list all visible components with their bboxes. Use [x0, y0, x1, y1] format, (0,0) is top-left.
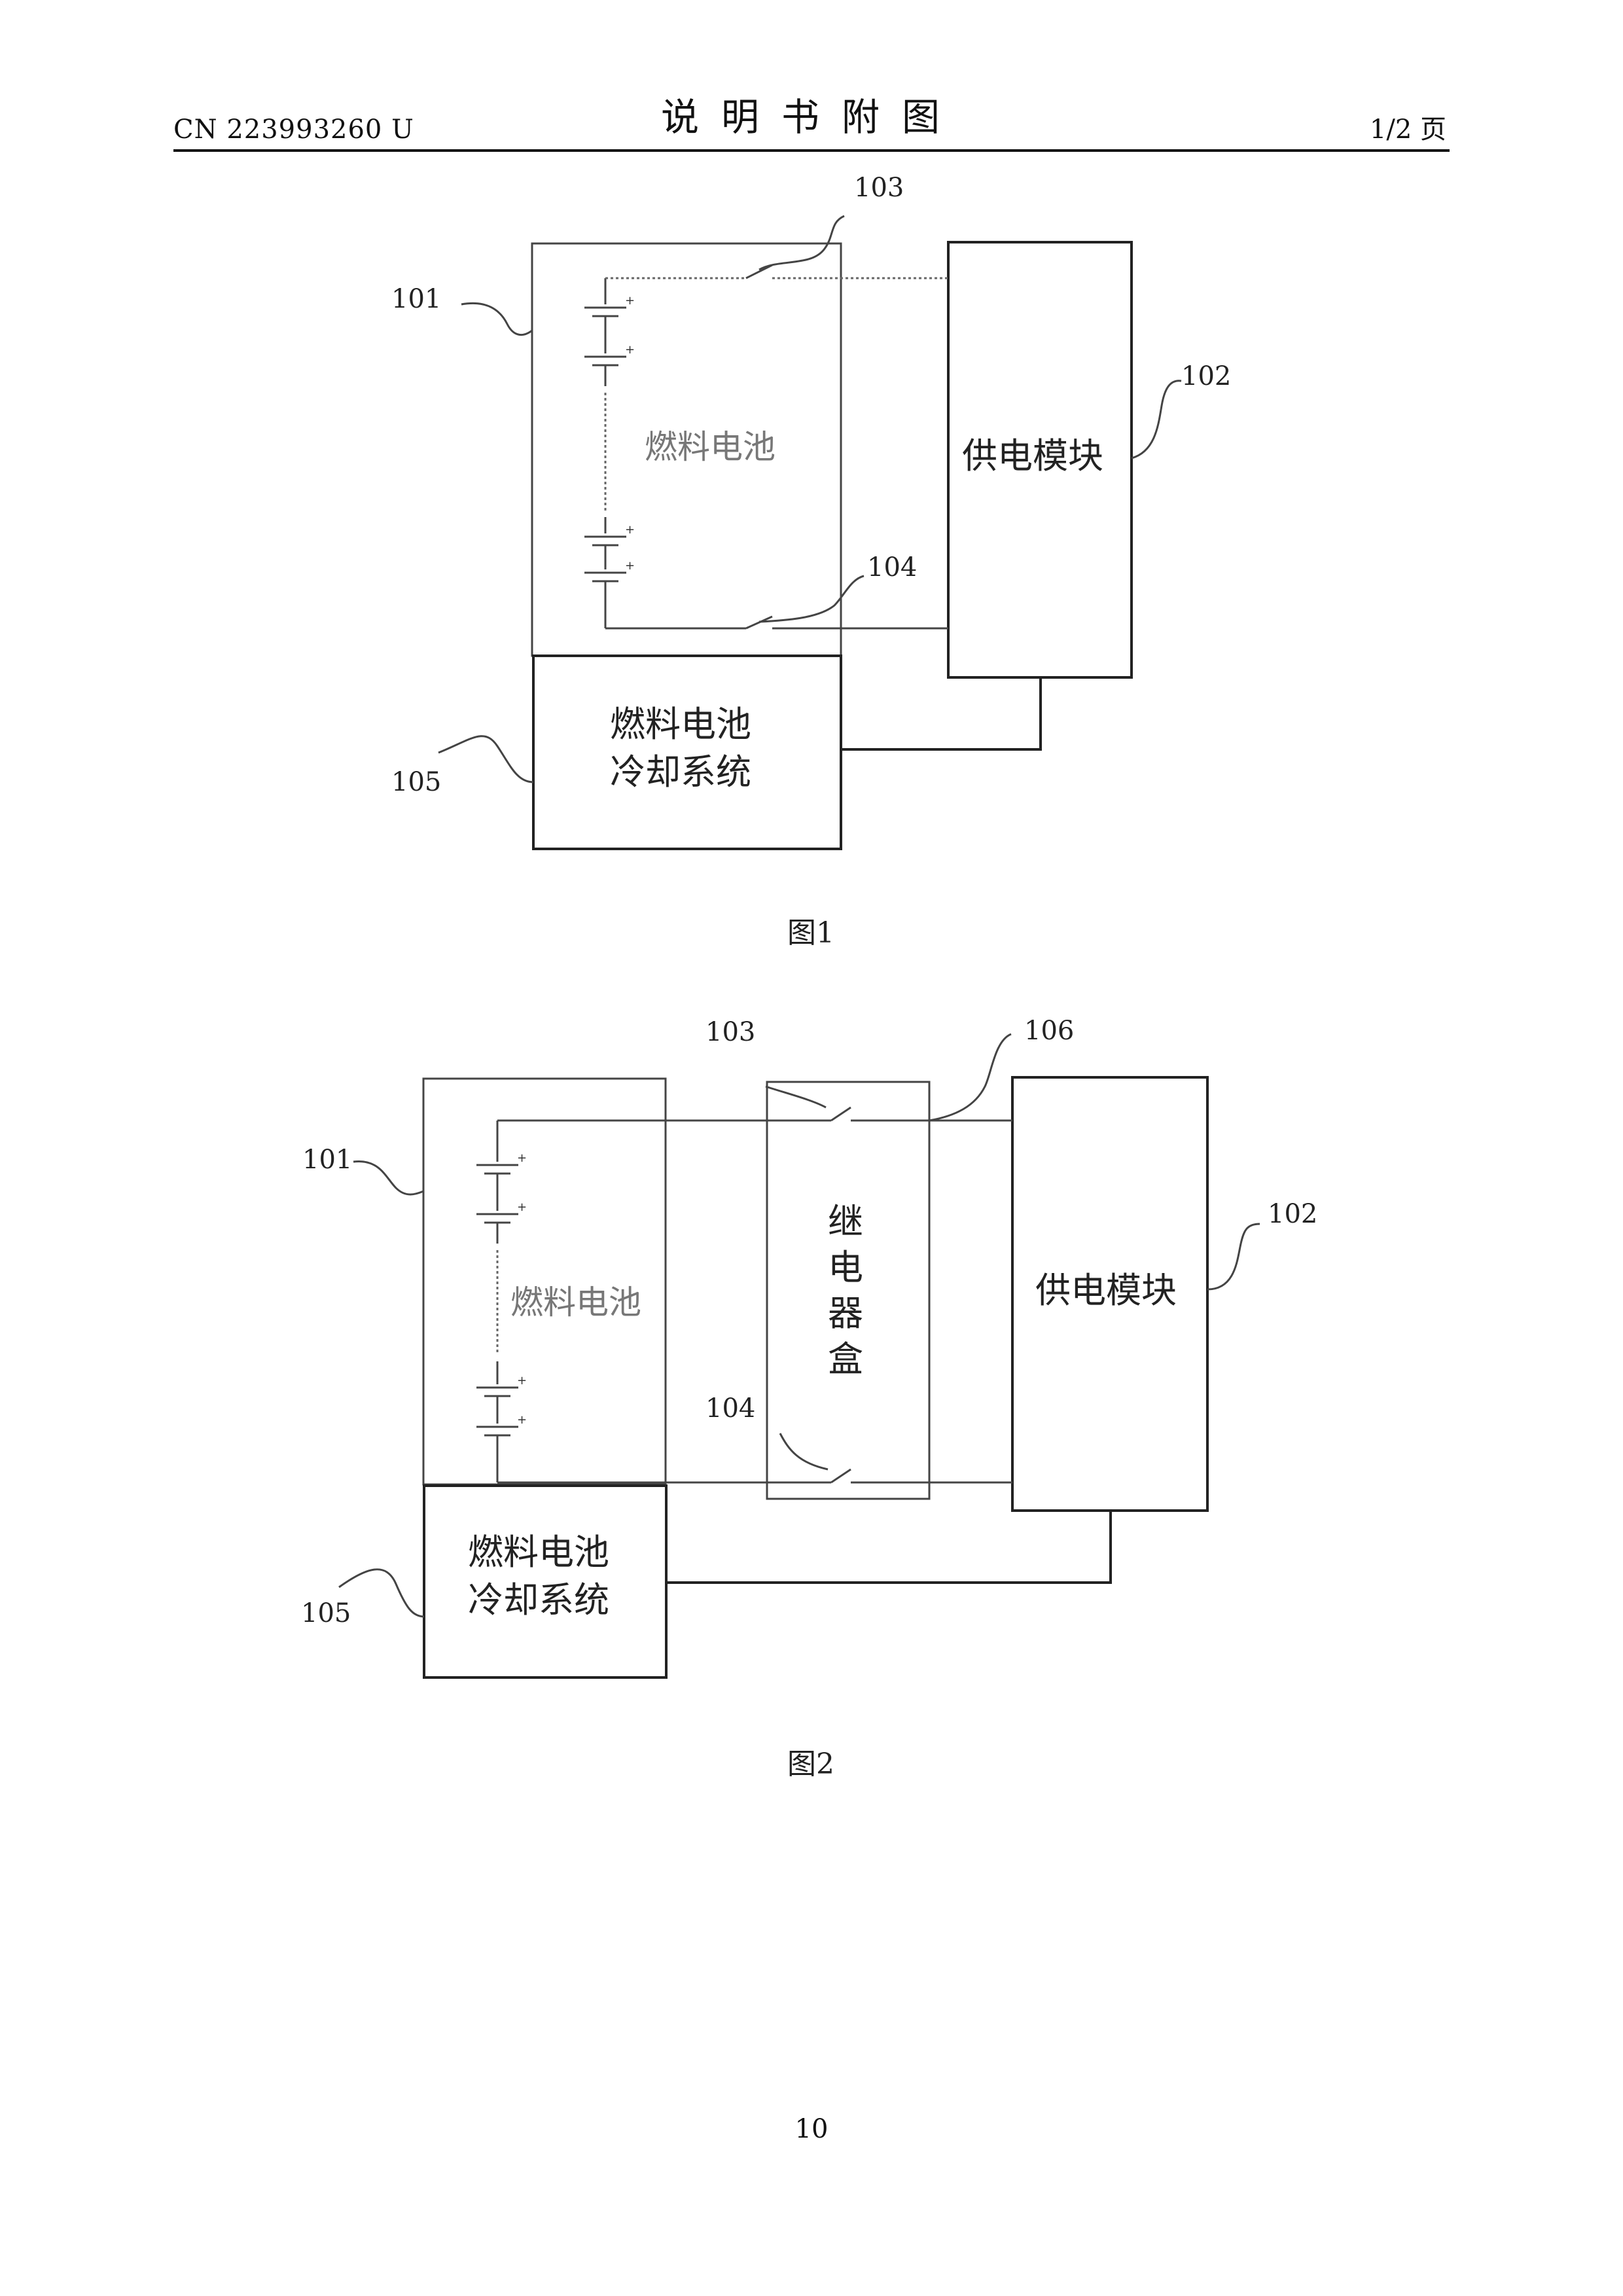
figure-2: + + + + 燃料电池 继 电 器 盒 供电模块 燃料电池 冷却系统 103 … [301, 1016, 1317, 1781]
ref-102: 102 [1268, 1199, 1317, 1229]
leader-103 [766, 1086, 826, 1107]
page-number: 10 [0, 2114, 1623, 2144]
ref-103: 103 [705, 1017, 755, 1047]
plus-sign: + [625, 294, 635, 308]
plus-sign: + [517, 1374, 527, 1388]
ref-104: 104 [705, 1393, 755, 1424]
relay-label-char3: 器 [828, 1293, 863, 1334]
battery-stack: + + + + [584, 278, 635, 628]
relay-box [767, 1082, 929, 1499]
plus-sign: + [625, 559, 635, 573]
ref-105: 105 [391, 767, 441, 797]
plus-sign: + [517, 1151, 527, 1165]
cooling-label-line2: 冷却系统 [468, 1579, 609, 1621]
figure-1: + + + + 燃料电池 供电模块 燃料电池 冷却系统 103 101 102 … [391, 173, 1231, 950]
cooling-label-line1: 燃料电池 [610, 704, 751, 745]
leader-104 [780, 1433, 828, 1469]
fuel-cell-box [423, 1079, 666, 1484]
leader-105 [339, 1570, 424, 1617]
switch-104 [831, 1469, 851, 1482]
leader-101 [353, 1161, 423, 1194]
relay-label-char4: 盒 [828, 1338, 863, 1380]
ref-105: 105 [301, 1598, 351, 1628]
leader-106 [929, 1034, 1011, 1121]
ref-101: 101 [302, 1145, 352, 1175]
cooling-label-line1: 燃料电池 [468, 1532, 609, 1573]
figure-1-caption: 图1 [787, 916, 834, 950]
fuel-cell-label: 燃料电池 [510, 1283, 641, 1321]
cooling-label-line2: 冷却系统 [610, 751, 751, 793]
ref-106: 106 [1024, 1016, 1074, 1046]
ref-104: 104 [867, 552, 917, 583]
ref-102: 102 [1181, 361, 1231, 391]
relay-label-char1: 继 [828, 1201, 863, 1242]
ref-103: 103 [854, 173, 904, 203]
leader-101 [461, 303, 532, 334]
leader-105 [438, 736, 533, 782]
figure-2-caption: 图2 [787, 1748, 834, 1781]
fuel-cell-label: 燃料电池 [645, 428, 776, 466]
switch-103 [831, 1107, 851, 1121]
power-module-label: 供电模块 [1035, 1270, 1177, 1311]
leader-104 [759, 576, 864, 622]
leader-102 [1207, 1224, 1260, 1289]
plus-sign: + [625, 523, 635, 537]
leader-102 [1132, 381, 1181, 458]
ref-101: 101 [391, 284, 441, 314]
cooling-connection [666, 1511, 1111, 1583]
relay-label-char2: 电 [828, 1247, 863, 1288]
switch-104 [746, 617, 772, 628]
cooling-connection [841, 677, 1041, 749]
plus-sign: + [517, 1413, 527, 1427]
plus-sign: + [517, 1200, 527, 1214]
plus-sign: + [625, 343, 635, 357]
power-module-label: 供电模块 [962, 435, 1103, 476]
switch-103 [746, 265, 772, 278]
